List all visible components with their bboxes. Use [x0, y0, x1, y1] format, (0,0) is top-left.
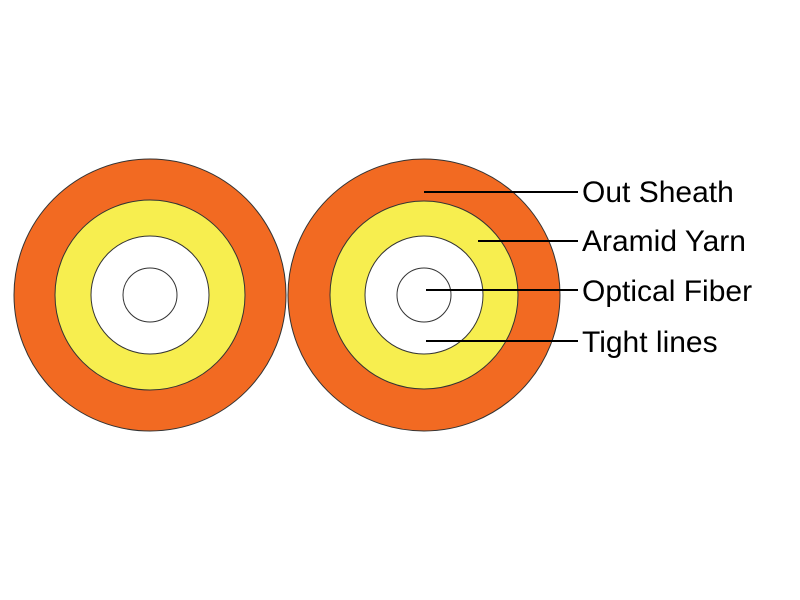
- right-fiber-unit: [287, 158, 561, 432]
- left-optical-fiber: [122, 267, 178, 323]
- leader-lines: [424, 191, 578, 342]
- label-aramid-yarn: Aramid Yarn: [582, 225, 746, 258]
- label-optical-fiber: Optical Fiber: [582, 275, 752, 308]
- label-tight-lines: Tight lines: [582, 326, 718, 359]
- callout-labels: Out Sheath Aramid Yarn Optical Fiber Tig…: [582, 176, 752, 359]
- label-out-sheath: Out Sheath: [582, 176, 734, 209]
- right-optical-fiber: [396, 267, 452, 323]
- left-fiber-unit: [13, 158, 287, 432]
